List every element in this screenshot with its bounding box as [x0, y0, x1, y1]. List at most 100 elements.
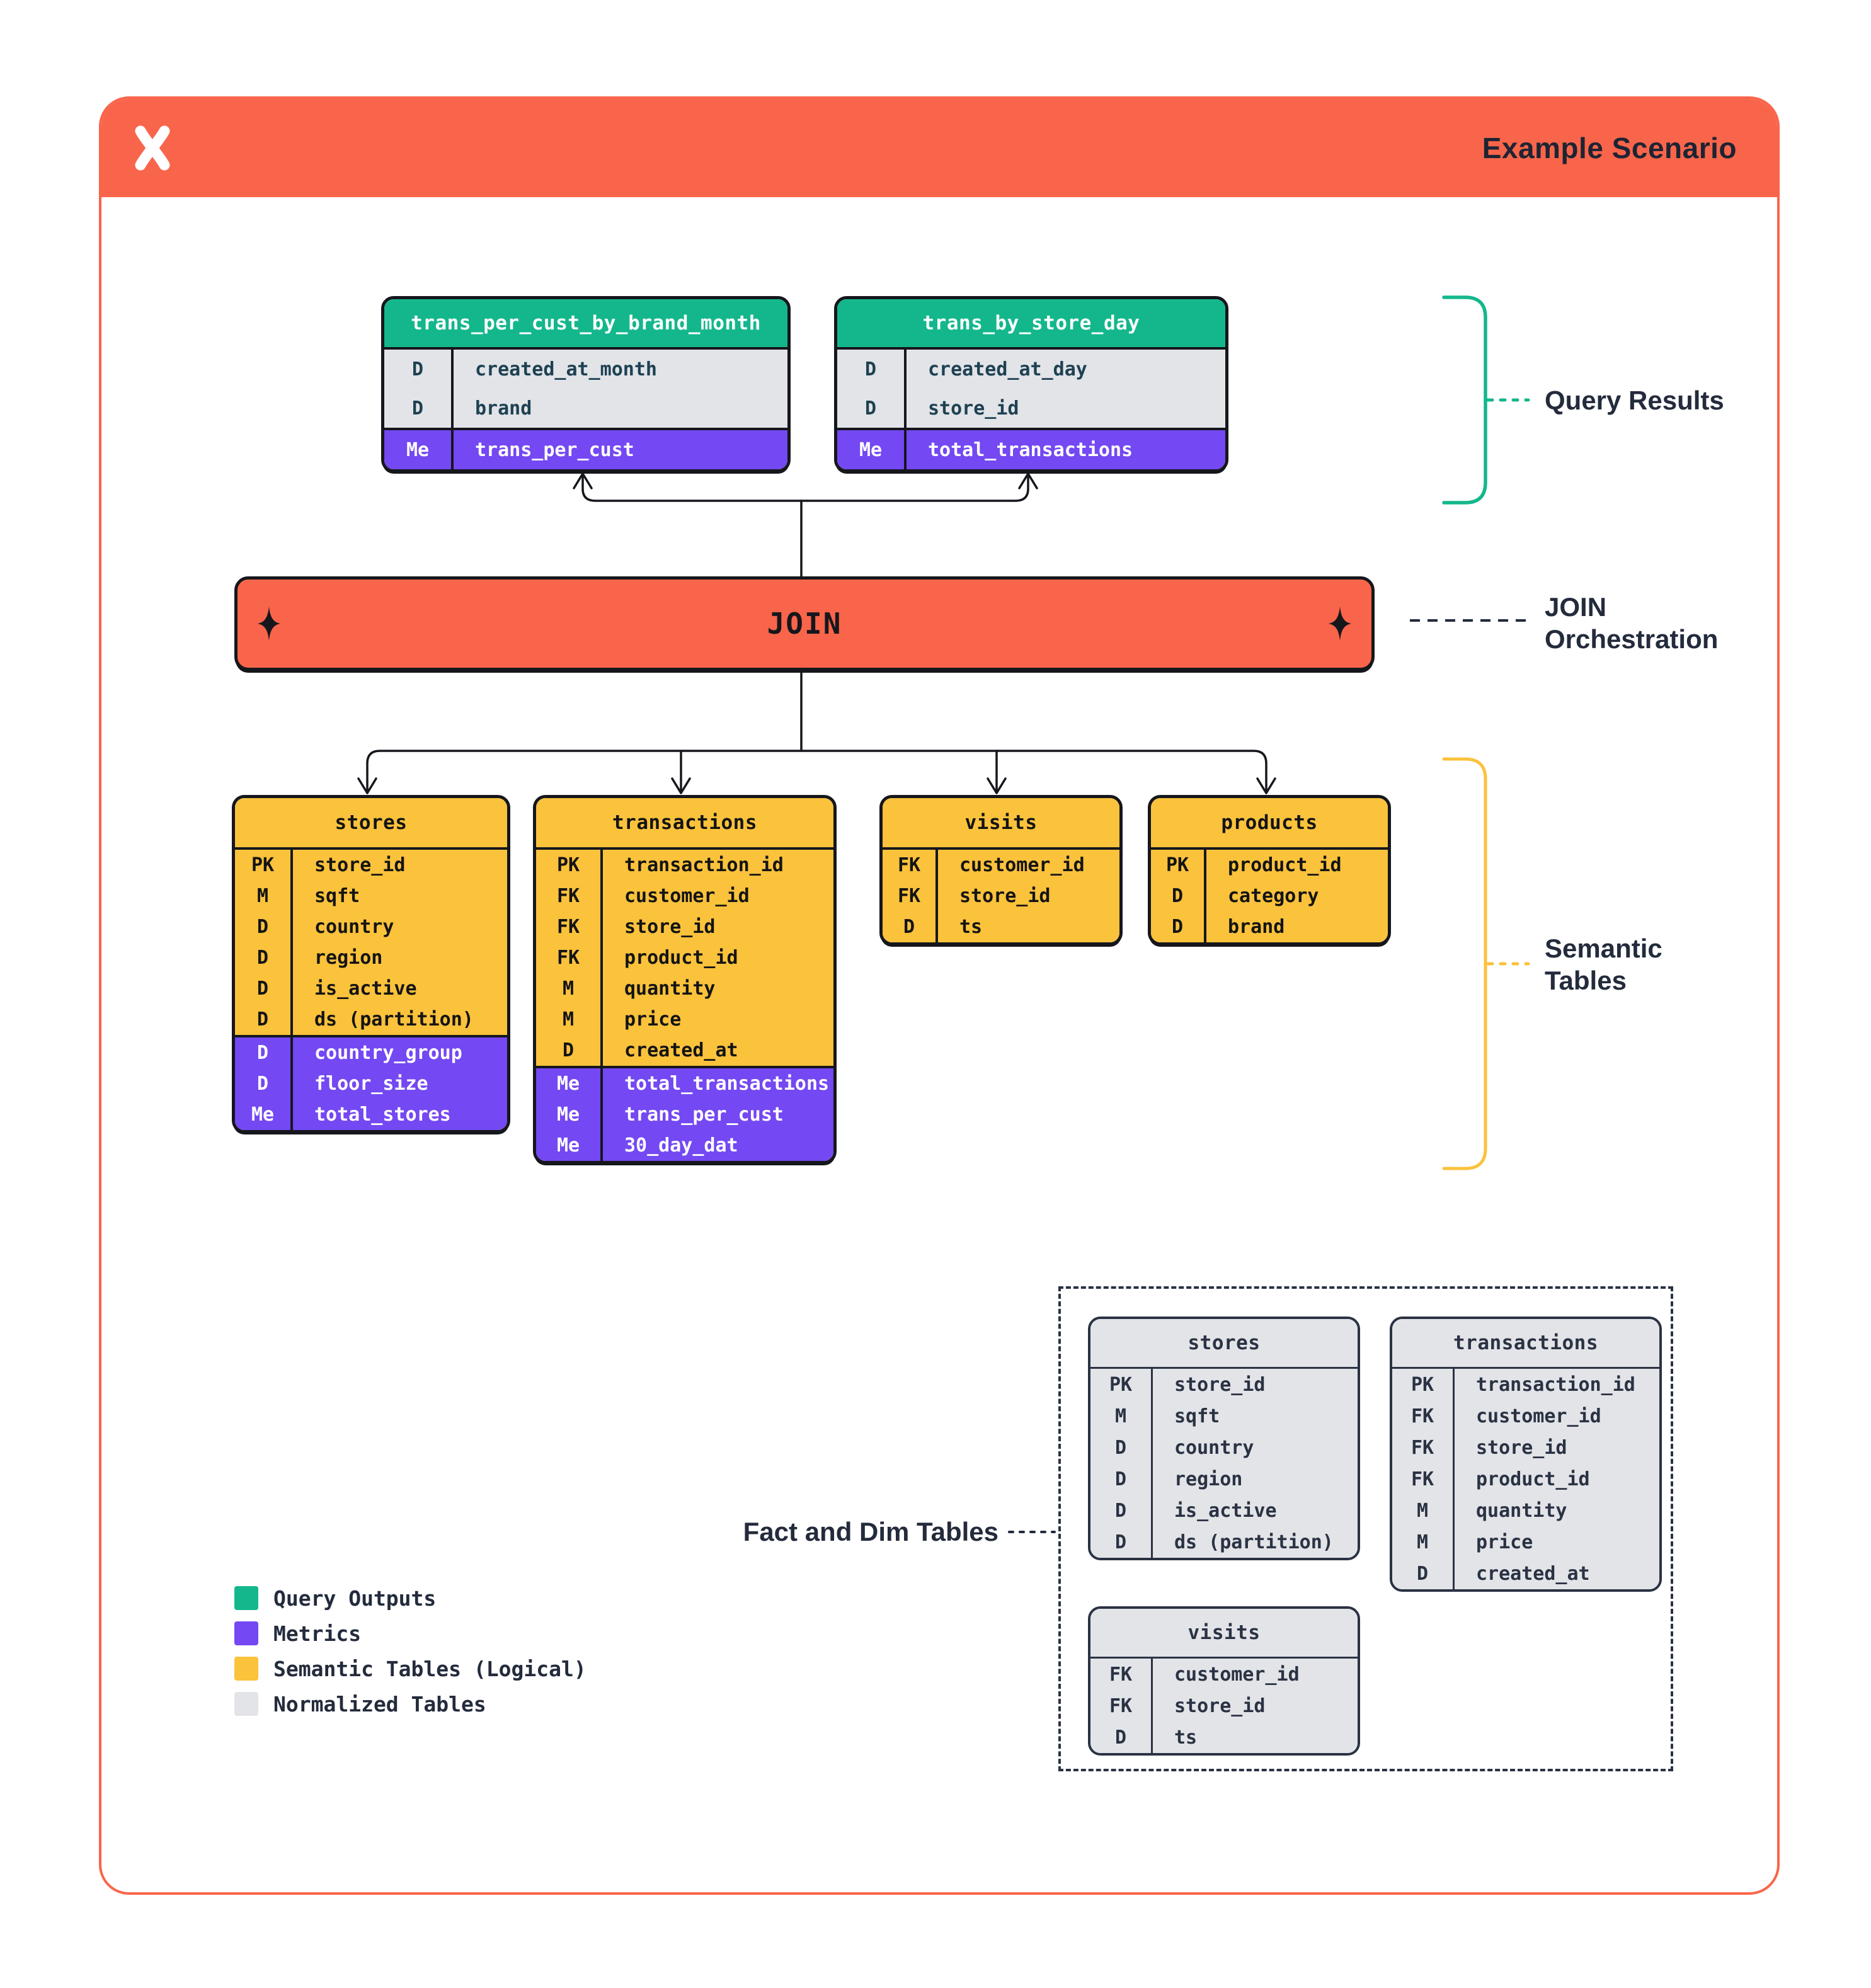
- row-key: D: [235, 973, 293, 1004]
- table-title: visits: [1090, 1609, 1358, 1659]
- row-key: D: [1151, 911, 1206, 942]
- row-key: D: [536, 1035, 603, 1066]
- row-field-name: country_group: [314, 1042, 462, 1064]
- row-key: D: [1090, 1722, 1153, 1753]
- fact-dim-tables-box: [1058, 1286, 1673, 1771]
- table-row: Me trans_per_cust: [536, 1099, 833, 1130]
- row-field-name: sqft: [1174, 1405, 1220, 1427]
- row-field-name: created_at: [1476, 1562, 1590, 1585]
- legend-swatch-icon: [234, 1657, 258, 1681]
- sparkle-icon: [257, 606, 281, 641]
- legend-item: Query Outputs: [234, 1586, 586, 1611]
- row-key: D: [235, 1068, 293, 1099]
- row-key: D: [883, 911, 938, 942]
- row-field-name: region: [1174, 1468, 1243, 1490]
- row-field-name: store_id: [624, 916, 716, 938]
- row-field-name: transaction_id: [624, 854, 784, 876]
- legend-item: Metrics: [234, 1621, 586, 1646]
- row-key: M: [1090, 1400, 1153, 1432]
- row-key: D: [837, 389, 907, 428]
- row-key: D: [1090, 1526, 1153, 1558]
- row-field-name: price: [1476, 1531, 1533, 1553]
- page-title: Example Scenario: [1482, 132, 1737, 164]
- row-key: D: [384, 389, 454, 428]
- row-key: M: [1392, 1495, 1455, 1526]
- row-field-name: created_at_month: [475, 358, 657, 380]
- row-field-name: country: [314, 916, 394, 938]
- table-title: trans_per_cust_by_brand_month: [384, 299, 787, 350]
- table-title: trans_by_store_day: [837, 299, 1225, 350]
- row-key: Me: [837, 430, 907, 469]
- row-field-name: store_id: [1174, 1694, 1266, 1717]
- row-key: Me: [536, 1099, 603, 1130]
- row-field-name: product_id: [1476, 1468, 1590, 1490]
- row-key: FK: [883, 881, 938, 911]
- row-field-name: region: [314, 947, 383, 969]
- row-field-name: customer_id: [1174, 1663, 1300, 1686]
- row-field-name: 30_day_dat: [624, 1134, 738, 1157]
- row-key: M: [536, 973, 603, 1004]
- row-field-name: trans_per_cust: [624, 1104, 784, 1126]
- row-key: D: [235, 942, 293, 973]
- row-key: M: [1392, 1526, 1455, 1558]
- annotation-query-results: Query Results: [1545, 386, 1724, 415]
- row-field-name: created_at_day: [928, 358, 1087, 380]
- row-field-name: customer_id: [1476, 1405, 1601, 1427]
- row-key: M: [536, 1004, 603, 1035]
- row-field-name: country: [1174, 1436, 1254, 1459]
- card-header-band: Example Scenario: [101, 99, 1777, 197]
- row-field-name: brand: [1228, 916, 1285, 938]
- row-field-name: transaction_id: [1476, 1373, 1635, 1396]
- row-key: FK: [883, 850, 938, 881]
- row-key: FK: [1392, 1432, 1455, 1463]
- legend-item: Semantic Tables (Logical): [234, 1657, 586, 1681]
- table-title: products: [1151, 798, 1388, 850]
- row-key: FK: [536, 911, 603, 942]
- row-field-name: is_active: [1174, 1499, 1277, 1522]
- row-field-name: product_id: [624, 947, 738, 969]
- sparkle-icon: [1328, 606, 1352, 641]
- row-field-name: store_id: [1174, 1373, 1266, 1396]
- row-key: PK: [235, 850, 293, 881]
- row-field-name: product_id: [1228, 854, 1342, 876]
- row-key: PK: [536, 850, 603, 881]
- row-key: FK: [1090, 1690, 1153, 1722]
- row-field-name: total_transactions: [624, 1073, 830, 1095]
- row-key: D: [235, 1037, 293, 1068]
- join-label: JOIN: [767, 607, 842, 641]
- row-key: PK: [1392, 1369, 1455, 1400]
- row-field-name: ts: [1174, 1726, 1198, 1749]
- row-field-name: created_at: [624, 1039, 738, 1061]
- row-key: PK: [1090, 1369, 1153, 1400]
- row-field-name: category: [1228, 885, 1319, 907]
- table-title: visits: [883, 798, 1119, 850]
